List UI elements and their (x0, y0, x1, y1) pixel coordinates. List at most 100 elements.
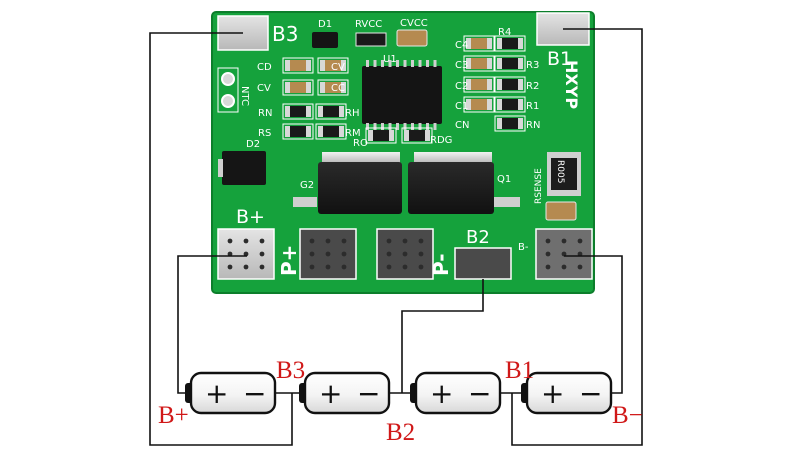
resistor-rh-end (318, 106, 323, 117)
ic-pin (433, 123, 437, 130)
resistor-rm-end (318, 126, 323, 137)
silk-b1: B1 (547, 48, 572, 70)
capacitor-cv-end (341, 60, 346, 71)
resistor-rdg-body (404, 130, 430, 141)
ic-pin (433, 60, 437, 67)
silk-p-plus: P+ (277, 245, 301, 276)
resistor-rn-2 (494, 115, 526, 132)
resistor-r4 (494, 35, 526, 52)
resistor-rs-end (306, 126, 311, 137)
diode-d2-lead (218, 159, 223, 177)
ic-pin (418, 123, 422, 130)
silk-d2: D2 (246, 139, 260, 150)
ic-pin (373, 123, 377, 130)
resistor-r4-body (497, 38, 523, 49)
mosfet-q1-lead (494, 197, 520, 207)
mosfet-g2 (318, 162, 402, 214)
resistor-ro-end (389, 130, 394, 141)
resistor-rn-2-body (497, 118, 523, 129)
resistor-r2 (494, 76, 526, 93)
silk-q1: Q1 (497, 174, 511, 185)
capacitor-c2 (463, 76, 495, 93)
silk-board-title: HXYP (562, 60, 581, 109)
ic-pin (426, 60, 429, 67)
resistor-rn-outline (282, 103, 314, 120)
capacitor-cv2-outline (282, 79, 314, 96)
resistor-ro-outline (365, 127, 397, 144)
silk-r2: R2 (526, 81, 539, 92)
battery-plus-sign: + (205, 377, 228, 410)
capacitor-c2-end (487, 79, 492, 90)
ic-pin (418, 60, 422, 67)
silk-r4: R4 (498, 27, 511, 38)
resistor-rn-end (306, 106, 311, 117)
capacitor-cc (317, 79, 349, 96)
resistor-rs (282, 123, 314, 140)
resistor-rdg-end (404, 130, 409, 141)
via-dot (545, 251, 551, 257)
capacitor-c4-outline (463, 35, 495, 52)
via-dot (402, 264, 408, 270)
resistor-r2-end (518, 79, 523, 90)
ic-pin (396, 60, 399, 67)
ic-pin (411, 123, 414, 130)
silk-rm: RM (345, 128, 361, 139)
battery-plus-sign: + (430, 377, 453, 410)
ic-pin (366, 60, 369, 67)
resistor-r2-outline (494, 76, 526, 93)
ic-pin (381, 123, 384, 130)
wire-b-minus (564, 255, 623, 394)
silk-cd: CD (257, 62, 272, 73)
resistor-r3 (494, 55, 526, 72)
resistor-rs-outline (282, 123, 314, 140)
wire-b-plus (177, 255, 247, 394)
resistor-rn-2-outline (494, 115, 526, 132)
capacitor-c4 (463, 35, 495, 52)
via-dot (402, 251, 408, 257)
pad-b2 (454, 247, 512, 280)
via-dot (341, 238, 347, 244)
battery-body (189, 371, 277, 415)
capacitor-c1-body (466, 99, 492, 110)
capacitor-cv2-end (285, 82, 290, 93)
silk-u1: U1 (383, 54, 397, 65)
via-dot (577, 238, 583, 244)
silk-rh: RH (345, 108, 359, 119)
battery-minus-sign: − (579, 377, 602, 410)
battery-minus-sign: − (357, 377, 380, 410)
silk-rsense: RSENSE (534, 168, 544, 204)
resistor-rn-2-end (518, 118, 523, 129)
resistor-rh-end (339, 106, 344, 117)
battery-cell: +− (521, 371, 613, 415)
battery-body (525, 371, 613, 415)
ic-pin (426, 123, 429, 130)
ntc-pad-2 (221, 94, 235, 108)
ic-u1 (362, 66, 442, 124)
resistor-rsense (551, 158, 577, 190)
silk-rs: RS (258, 128, 271, 139)
capacitor-cv2 (282, 79, 314, 96)
capacitor-c1 (463, 96, 495, 113)
ic-pin (396, 123, 399, 130)
capacitor-cv-outline (317, 57, 349, 74)
silk-c2: C2 (455, 81, 468, 92)
silk-r005: R005 (555, 160, 565, 183)
capacitor-c3-outline (463, 55, 495, 72)
capacitor-cv (317, 57, 349, 74)
label-b-plus: B+ (158, 402, 189, 429)
silk-rvcc: RVCC (355, 19, 382, 30)
capacitor-c1-outline (463, 96, 495, 113)
resistor-r3-end (497, 58, 502, 69)
silk-b-minus: B- (518, 242, 529, 253)
wire-b2 (401, 279, 484, 393)
silk-cv-2: CV (257, 83, 271, 94)
silk-ro: RO (353, 138, 368, 149)
via-dot (243, 264, 249, 270)
capacitor-cc-outline (317, 79, 349, 96)
capacitor-c3 (463, 55, 495, 72)
capacitor-c1-end (466, 99, 471, 110)
resistor-ro-body (368, 130, 394, 141)
battery-minus-sign: − (468, 377, 491, 410)
resistor-r1-outline (494, 96, 526, 113)
